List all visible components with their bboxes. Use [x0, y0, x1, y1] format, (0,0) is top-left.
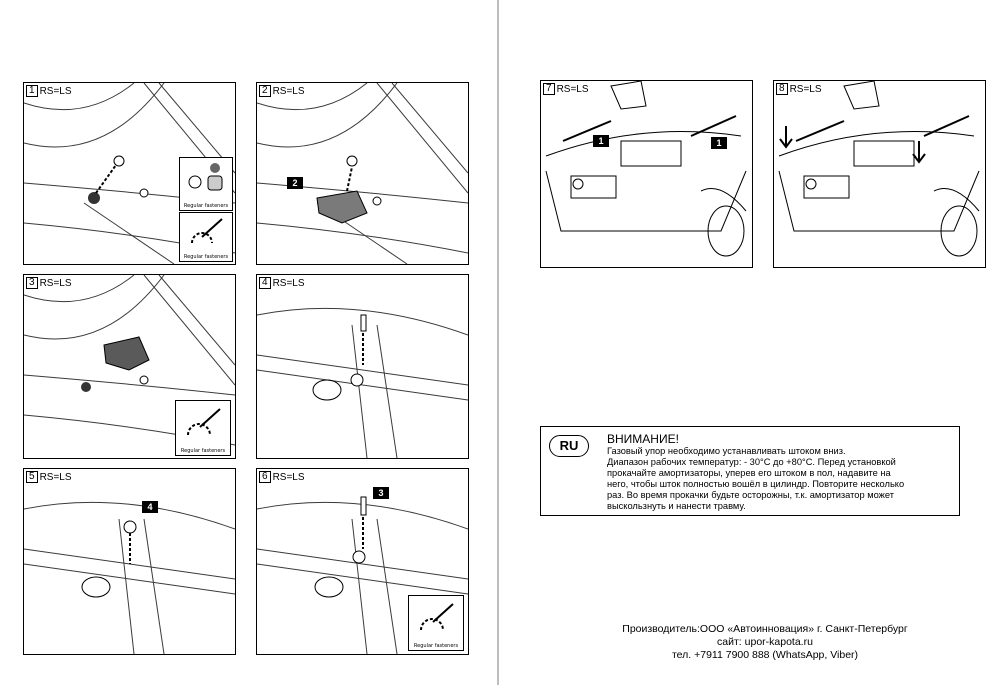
strut-mount-illustration — [257, 496, 468, 654]
warning-text: Газовый упор необходимо устанавливать шт… — [607, 446, 952, 512]
panel-step-4: 4 RS=LS — [256, 274, 469, 459]
fastener-icon — [188, 163, 223, 191]
panel-step-2: 2 RS=LS 2 — [256, 82, 469, 265]
panel-step-5: 5 RS=LS 4 — [23, 468, 236, 655]
step-number: 6 — [259, 471, 271, 483]
step-number: 3 — [26, 277, 38, 289]
panel-label: 2 RS=LS — [259, 85, 307, 97]
side-note: RS=LS — [272, 471, 305, 483]
step-number: 5 — [26, 471, 38, 483]
warning-line: раз. Во время прокачки будьте осторожны,… — [607, 490, 894, 500]
car-front-illustration — [778, 81, 980, 257]
panel-label: 3 RS=LS — [26, 277, 74, 289]
car-front-illustration — [545, 81, 747, 257]
callout-marker: 3 — [373, 487, 389, 499]
website-line: сайт: upor-kapota.ru — [717, 636, 813, 648]
step-number: 8 — [776, 83, 788, 95]
inset-caption: Regular fasteners — [413, 643, 459, 649]
strut-mount-illustration — [24, 501, 235, 654]
wrench-icon — [420, 603, 454, 631]
side-note: RS=LS — [39, 85, 72, 97]
wrench-icon — [187, 408, 221, 436]
panel-step-8: 8 RS=LS — [773, 80, 986, 268]
step-number: 1 — [26, 85, 38, 97]
manufacturer-line: Производитель:ООО «Автоинновация» г. Сан… — [622, 623, 908, 635]
step-number: 2 — [259, 85, 271, 97]
wrench-inset: Regular fasteners — [179, 212, 233, 262]
step-number: 4 — [259, 277, 271, 289]
warning-line: выскользнуть и нанести травму. — [607, 501, 746, 511]
warning-title: ВНИМАНИЕ! — [607, 432, 679, 446]
side-note: RS=LS — [39, 471, 72, 483]
hood-hinge-illustration — [257, 83, 468, 264]
inset-caption: Regular fasteners — [183, 254, 229, 260]
callout-marker: 2 — [287, 177, 303, 189]
hood-hinge-illustration — [24, 83, 235, 264]
panel-step-1: 1 RS=LS Regular fasteners Regular fasten… — [23, 82, 236, 265]
wrench-inset: Regular fasteners — [175, 400, 231, 456]
panel-label: 4 RS=LS — [259, 277, 307, 289]
panel-label: 8 RS=LS — [776, 83, 824, 95]
language-badge: RU — [549, 435, 589, 457]
manufacturer-footer: Производитель:ООО «Автоинновация» г. Сан… — [560, 623, 970, 662]
phone-line: тел. +7911 7900 888 (WhatsApp, Viber) — [671, 649, 859, 661]
inset-caption: Regular fasteners — [180, 448, 226, 454]
hood-hinge-illustration — [24, 275, 235, 446]
wrench-inset: Regular fasteners — [408, 595, 464, 651]
warning-line: Диапазон рабочих температур: - 30°С до +… — [607, 457, 896, 467]
warning-line: него, чтобы шток полностью вошёл в цилин… — [607, 479, 905, 489]
panel-label: 7 RS=LS — [543, 83, 591, 95]
callout-marker: 4 — [142, 501, 158, 513]
side-note: RS=LS — [556, 83, 589, 95]
panel-label: 5 RS=LS — [26, 471, 74, 483]
warning-line: прокачайте амортизаторы, уперев его шток… — [607, 468, 891, 478]
panel-step-3: 3 RS=LS Regular fasteners — [23, 274, 236, 459]
panel-step-6: 6 RS=LS 3 Regular fasteners — [256, 468, 469, 655]
side-note: RS=LS — [272, 277, 305, 289]
fastener-inset: Regular fasteners — [179, 157, 233, 211]
panel-step-7: 7 RS=LS 1 1 — [540, 80, 753, 268]
callout-marker: 1 — [593, 135, 609, 147]
warning-box: RU ВНИМАНИЕ! Газовый упор необходимо уст… — [540, 426, 960, 516]
inset-caption: Regular fasteners — [183, 203, 229, 209]
strut-mount-illustration — [257, 307, 468, 458]
panel-label: 1 RS=LS — [26, 85, 74, 97]
wrench-icon — [191, 218, 223, 244]
side-note: RS=LS — [39, 277, 72, 289]
side-note: RS=LS — [789, 83, 822, 95]
step-number: 7 — [543, 83, 555, 95]
page-spine — [497, 0, 499, 685]
side-note: RS=LS — [272, 85, 305, 97]
panel-label: 6 RS=LS — [259, 471, 307, 483]
callout-marker: 1 — [711, 137, 727, 149]
warning-line: Газовый упор необходимо устанавливать шт… — [607, 446, 846, 456]
